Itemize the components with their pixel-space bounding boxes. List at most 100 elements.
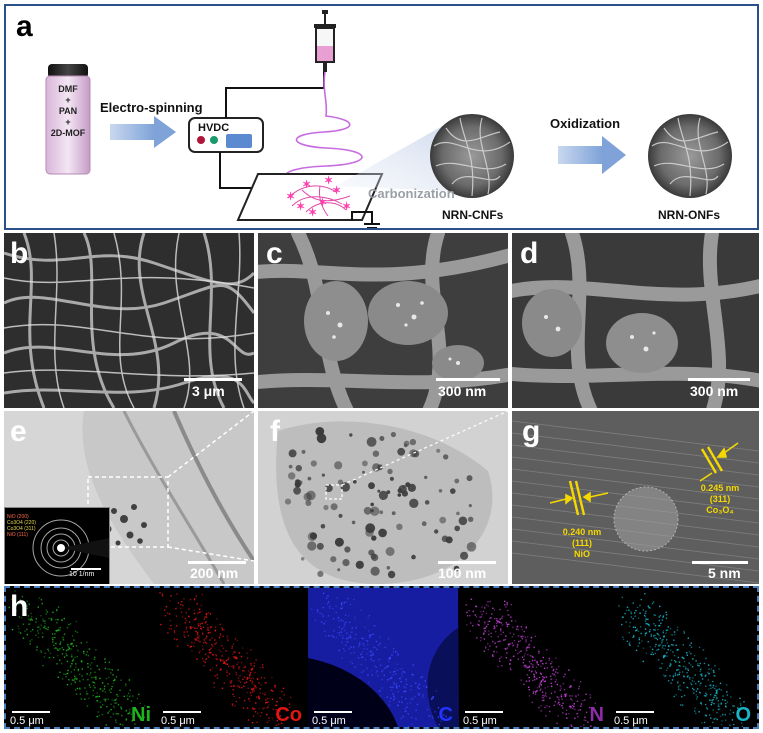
arrow-oxidization — [558, 136, 626, 174]
sem-fiber-closeup-d — [512, 233, 759, 408]
eds-map-co: 0.5 μm Co — [157, 588, 308, 727]
panel-letter-f: f — [270, 415, 280, 448]
lattice-label-co3o4: 0.245 nm (311) Co₃O₄ — [688, 483, 752, 516]
panel-letter-h: h — [10, 590, 29, 623]
saed-label-4: NiO (111) — [7, 532, 28, 538]
saed-labels: NiO (200) Co3O4 (220) Co3O4 (311) NiO (1… — [7, 514, 36, 538]
panel-c-sem: c 300 nm — [258, 233, 508, 408]
panel-letter-a: a — [16, 10, 33, 43]
scale-text-c: 300 nm — [438, 383, 487, 399]
sem-fiber-closeup-c — [258, 233, 508, 408]
panel-letter-b: b — [10, 237, 29, 270]
lattice-label-nio: 0.240 nm (111) NiO — [554, 527, 610, 560]
eds-dots-o — [618, 593, 745, 727]
scale-text-e: 200 nm — [190, 565, 239, 581]
nrn-cnfs-sphere — [430, 114, 514, 198]
lattice-nio-phase: NiO — [573, 549, 590, 559]
bottle-label: DMF + PAN + 2D-MOF — [46, 84, 90, 139]
map-scale-text-c: 0.5 μm — [312, 715, 346, 727]
bottle-text-dmf: DMF — [58, 84, 78, 94]
saed-label-2: Co3O4 (220) — [7, 520, 36, 526]
map-element-o: O — [735, 704, 751, 726]
tem-fiber-e — [4, 411, 254, 584]
lattice-co3o4-d: 0.245 nm — [700, 483, 740, 493]
scale-bar-b — [184, 378, 242, 381]
scale-text-g: 5 nm — [708, 565, 741, 581]
lattice-nio-hkl: (111) — [571, 538, 593, 548]
scale-text-f: 100 nm — [438, 565, 487, 581]
map-scale-text-co: 0.5 μm — [161, 715, 195, 727]
panel-b-sem: b 3 μm — [4, 233, 254, 408]
eds-dots-ni — [8, 590, 146, 727]
syringe — [314, 10, 336, 72]
map-element-c: C — [438, 704, 453, 726]
panel-f-tem: f 100 nm — [258, 411, 508, 584]
svg-text:✶: ✶ — [296, 201, 305, 213]
map-scale-bar-co — [163, 711, 201, 713]
svg-text:✶: ✶ — [342, 201, 351, 213]
eds-dots-n — [465, 598, 598, 727]
label-electrospinning: Electro-spinning — [100, 100, 203, 115]
map-scale-bar-o — [616, 711, 654, 713]
tem-particles-f — [258, 411, 508, 584]
scale-text-b: 3 μm — [192, 383, 225, 399]
label-nrn-onfs: NRN-ONFs — [658, 208, 720, 222]
map-element-ni: Ni — [131, 704, 151, 726]
map-scale-bar-ni — [12, 711, 50, 713]
panel-h-eds-maps: 0.5 μm Ni 0.5 μm Co 0.5 μm C 0.5 μm N 0.… — [4, 586, 759, 729]
sem-fiber-network — [4, 233, 254, 408]
saed-label-1: NiO (200) — [7, 514, 29, 520]
panel-a-schematic: a — [4, 4, 759, 230]
map-scale-text-ni: 0.5 μm — [10, 715, 44, 727]
scale-bar-d — [688, 378, 750, 381]
scale-bar-e — [188, 561, 246, 564]
scale-bar-c — [436, 378, 500, 381]
map-scale-text-o: 0.5 μm — [614, 715, 648, 727]
svg-text:✶: ✶ — [308, 207, 317, 219]
scale-bar-f — [438, 561, 496, 564]
arrow-electrospinning — [110, 116, 176, 148]
panel-letter-d: d — [520, 237, 539, 270]
map-scale-text-n: 0.5 μm — [463, 715, 497, 727]
lattice-co3o4-phase: Co₃O₄ — [706, 505, 734, 515]
panel-g-hrtem: g 0.240 nm (111) NiO 0.245 nm (311) Co₃O… — [512, 411, 759, 584]
svg-text:✶: ✶ — [332, 185, 341, 197]
label-oxidization: Oxidization — [550, 116, 621, 131]
eds-map-o: 0.5 μm O — [610, 588, 757, 727]
svg-text:✶: ✶ — [286, 191, 295, 203]
lattice-co3o4-hkl: (311) — [709, 494, 731, 504]
saed-inset: NiO (200) Co3O4 (220) Co3O4 (311) NiO (1… — [4, 507, 110, 584]
saed-scale-bar — [71, 568, 101, 570]
panel-letter-g: g — [522, 415, 541, 448]
nrn-onfs-sphere — [648, 114, 732, 198]
scale-text-d: 300 nm — [690, 383, 739, 399]
saed-scale-text: 10 1/nm — [69, 571, 95, 578]
eds-dots-c — [310, 592, 447, 727]
svg-text:✶: ✶ — [302, 179, 311, 191]
panel-letter-e: e — [10, 415, 27, 448]
lattice-nio-d: 0.240 nm — [562, 527, 602, 537]
eds-map-ni: 0.5 μm Ni — [6, 588, 157, 727]
map-scale-bar-c — [314, 711, 352, 713]
panel-e-tem: NiO (200) Co3O4 (220) Co3O4 (311) NiO (1… — [4, 411, 254, 584]
label-carbonization: Carbonization — [368, 186, 455, 201]
eds-map-n: 0.5 μm N — [459, 588, 610, 727]
panel-d-sem: d 300 nm — [512, 233, 759, 408]
bottle-body — [45, 75, 91, 175]
label-hvdc: HVDC — [198, 122, 230, 134]
panel-letter-c: c — [266, 237, 283, 270]
label-nrn-cnfs: NRN-CNFs — [442, 208, 504, 222]
scale-bar-g — [692, 561, 748, 564]
map-element-n: N — [589, 704, 604, 726]
bottle-text-pan: PAN — [58, 106, 78, 116]
schematic-drawing: ✶✶✶ ✶✶✶ ✶✶ — [45, 10, 732, 228]
map-scale-bar-n — [465, 711, 503, 713]
map-element-co: Co — [275, 704, 302, 726]
bottle-cap — [48, 64, 88, 78]
bottle-text-plus1: + — [65, 95, 71, 105]
hrtem-lattice-g — [512, 411, 759, 584]
eds-map-c: 0.5 μm C — [308, 588, 459, 727]
bottle-text-mof: 2D-MOF — [50, 128, 86, 138]
svg-text:✶: ✶ — [324, 175, 333, 187]
bottle-text-plus2: + — [65, 117, 71, 127]
